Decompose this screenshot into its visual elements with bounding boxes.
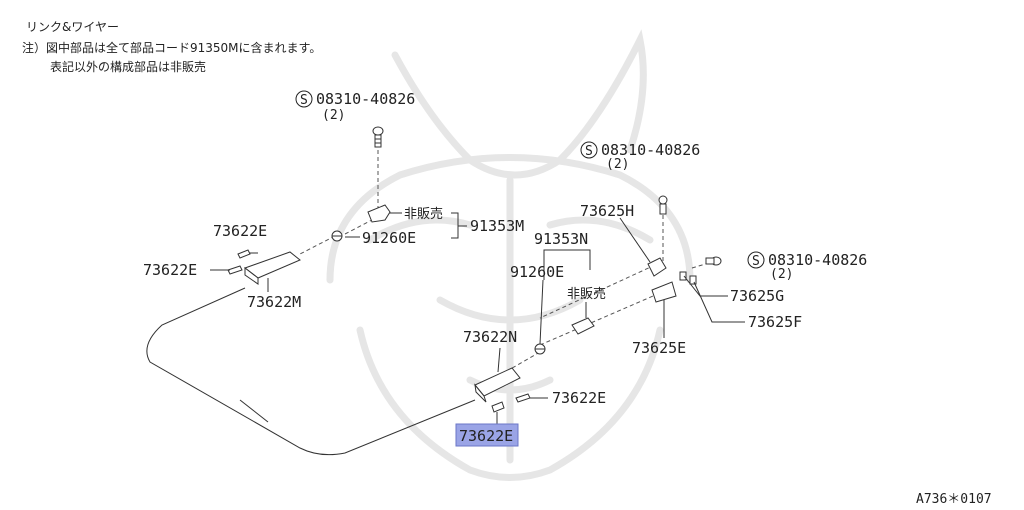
screw-right [705, 256, 722, 266]
label-screw-top[interactable]: 08310-40826 [316, 90, 415, 108]
dash-mid [539, 292, 661, 346]
screw-right-top [658, 195, 668, 215]
label-73622m[interactable]: 73622M [247, 293, 301, 311]
label-73625g[interactable]: 73625G [730, 287, 784, 305]
label-91353m[interactable]: 91353M [470, 217, 524, 235]
svg-text:S: S [585, 144, 593, 159]
screw-top [372, 126, 384, 148]
washer-73625f [689, 275, 697, 285]
label-73622e-4[interactable]: 73622E [459, 427, 513, 445]
label-screw-right-qty: (2) [770, 267, 793, 282]
label-not-for-sale-2: 非販売 [567, 286, 606, 302]
label-screw-right[interactable]: 08310-40826 [768, 251, 867, 269]
label-screw-right-top[interactable]: 08310-40826 [601, 141, 700, 159]
screw-symbol-right: S [747, 251, 765, 269]
diagram-title: リンク&ワイヤー [26, 20, 119, 34]
screw-symbol-top: S [295, 90, 313, 108]
label-73622n[interactable]: 73622N [463, 328, 517, 346]
dash-upper [539, 264, 656, 319]
deflector-73622m [243, 251, 301, 285]
dash-left-b [344, 219, 373, 235]
label-73625e[interactable]: 73625E [632, 339, 686, 357]
label-not-for-sale-1: 非販売 [404, 206, 443, 222]
label-screw-right-top-qty: (2) [606, 157, 629, 172]
leader-73622n [497, 347, 501, 373]
small-clip-right [515, 393, 531, 403]
link-bracket-top [367, 204, 391, 223]
highlight-selected-part[interactable] [455, 423, 519, 447]
leader-73625h [619, 217, 651, 263]
label-73622e-3[interactable]: 73622E [552, 389, 606, 407]
bracket-91353n [543, 249, 591, 280]
label-73622e-1[interactable]: 73622E [213, 222, 267, 240]
bracket-91353m [451, 212, 467, 239]
reference-code: A736＊0107 [916, 492, 992, 507]
clip-91260e-left [331, 230, 343, 242]
small-clip-left-1 [237, 249, 251, 259]
diagram-note-2: 表記以外の構成部品は非販売 [50, 60, 207, 74]
svg-text:S: S [752, 254, 760, 269]
small-clip-bottom [491, 401, 505, 413]
screw-symbol-right-top: S [580, 141, 598, 159]
diagram-note-1: 注）図中部品は全て部品コード91350Mに含まれます。 [22, 41, 322, 55]
bracket-73625h [647, 257, 667, 277]
label-73625h[interactable]: 73625H [580, 202, 634, 220]
leader-91260e-2 [539, 279, 544, 345]
bracket-73625e [651, 281, 677, 303]
link-bracket-mid [571, 317, 595, 335]
small-clip-left-2 [227, 265, 243, 275]
clip-91260e-mid [534, 343, 546, 355]
label-73625f[interactable]: 73625F [748, 313, 802, 331]
label-screw-top-qty: (2) [322, 108, 345, 123]
leader-73625f [693, 281, 745, 323]
drain-cable [146, 287, 476, 456]
svg-text:S: S [300, 93, 308, 108]
label-73622e-2[interactable]: 73622E [143, 261, 197, 279]
deflector-73622n [474, 367, 521, 403]
label-91260e-1[interactable]: 91260E [362, 229, 416, 247]
label-91353n[interactable]: 91353N [534, 230, 588, 248]
washer-73625g [679, 271, 687, 281]
label-91260e-2[interactable]: 91260E [510, 263, 564, 281]
cable-tick [239, 399, 269, 423]
